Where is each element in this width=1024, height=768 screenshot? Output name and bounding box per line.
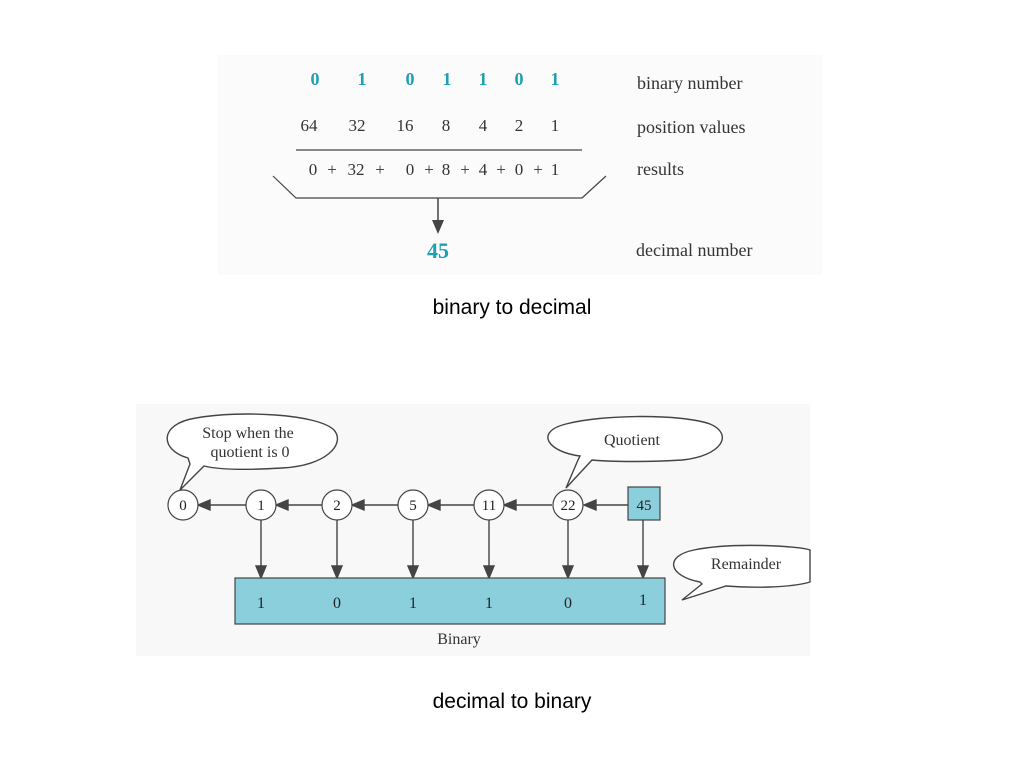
position-value: 64	[301, 116, 319, 135]
quotient-value: 2	[333, 498, 341, 514]
quotient-node	[473, 489, 505, 521]
quotient-node	[321, 489, 353, 521]
remainder-arrow-head	[254, 565, 268, 580]
caption-decimal-to-binary: decimal to binary	[432, 690, 592, 713]
remainder-digit: 0	[564, 595, 572, 612]
bit-digit: 1	[551, 69, 560, 89]
stop-callout-text-line1: Stop when the	[202, 425, 294, 442]
position-value: 16	[397, 116, 414, 135]
stop-callout-bubble	[166, 413, 339, 491]
result-operator: +	[327, 160, 337, 179]
bit-digit: 0	[515, 69, 524, 89]
result-operator: +	[375, 160, 385, 179]
position-value: 1	[551, 116, 560, 135]
bit-digit: 0	[406, 69, 415, 89]
bit-digit: 0	[311, 69, 320, 89]
remainder-arrow-head	[406, 565, 420, 580]
result-term: 4	[479, 160, 488, 179]
scan-background	[218, 55, 822, 275]
remainder-arrow-head	[330, 565, 344, 580]
quotient-value: 22	[561, 498, 576, 514]
binary-result-box	[234, 577, 666, 625]
remainder-callout-bubble	[673, 544, 811, 601]
quotient-arrow-head	[196, 498, 211, 512]
sum-bracket	[272, 175, 607, 199]
label-results: results	[637, 159, 684, 179]
remainder-digit: 0	[333, 595, 341, 612]
remainder-arrow-head	[482, 565, 496, 580]
result-term: 8	[442, 160, 451, 179]
quotient-arrow-head	[426, 498, 441, 512]
label-decimal-number: decimal number	[636, 240, 752, 260]
remainder-arrow-head	[636, 565, 650, 580]
quotient-callout-bubble	[547, 415, 723, 489]
quotient-node	[245, 489, 277, 521]
bit-digit: 1	[443, 69, 452, 89]
label-position-values: position values	[637, 117, 746, 137]
quotient-node	[397, 489, 429, 521]
remainder-digit: 1	[409, 595, 417, 612]
caption-binary-to-decimal: binary to decimal	[432, 296, 592, 319]
position-value: 2	[515, 116, 524, 135]
quotient-value: 0	[179, 498, 187, 514]
result-term: 0	[309, 160, 318, 179]
quotient-value: 1	[257, 498, 265, 514]
result-operator: +	[424, 160, 434, 179]
quotient-node	[552, 489, 584, 521]
position-value: 8	[442, 116, 451, 135]
bit-digit: 1	[358, 69, 367, 89]
label-binary-number: binary number	[637, 73, 742, 93]
result-operator: +	[533, 160, 543, 179]
remainder-arrow-head	[561, 565, 575, 580]
result-operator: +	[496, 160, 506, 179]
binary-to-decimal-diagram: 0 1 0 1 1 0 1 64 32 16 8 4 2 1 0 + 32 + …	[218, 55, 822, 275]
decimal-result: 45	[427, 238, 449, 263]
remainder-digit: 1	[639, 592, 647, 609]
result-term: 1	[551, 160, 560, 179]
result-term: 0	[406, 160, 415, 179]
result-operator: +	[460, 160, 470, 179]
quotient-value: 5	[409, 498, 417, 514]
result-term: 32	[348, 160, 365, 179]
stop-callout-text-line2: quotient is 0	[210, 444, 289, 461]
quotient-arrow-head	[582, 498, 597, 512]
quotient-callout-text: Quotient	[604, 432, 661, 449]
quotient-arrow-head	[350, 498, 365, 512]
down-arrow-head	[432, 220, 444, 234]
remainder-digit: 1	[257, 595, 265, 612]
start-value: 45	[637, 498, 652, 514]
start-value-box	[627, 486, 661, 521]
decimal-to-binary-diagram: Stop when the quotient is 0 Quotient Rem…	[166, 413, 811, 648]
quotient-arrow-head	[274, 498, 289, 512]
binary-label: Binary	[437, 631, 481, 648]
position-value: 4	[479, 116, 488, 135]
remainder-digit: 1	[485, 595, 493, 612]
bit-digit: 1	[479, 69, 488, 89]
quotient-value: 11	[482, 498, 496, 514]
position-value: 32	[349, 116, 366, 135]
remainder-callout-text: Remainder	[711, 556, 782, 573]
quotient-node	[167, 489, 199, 521]
result-term: 0	[515, 160, 524, 179]
quotient-arrow-head	[502, 498, 517, 512]
